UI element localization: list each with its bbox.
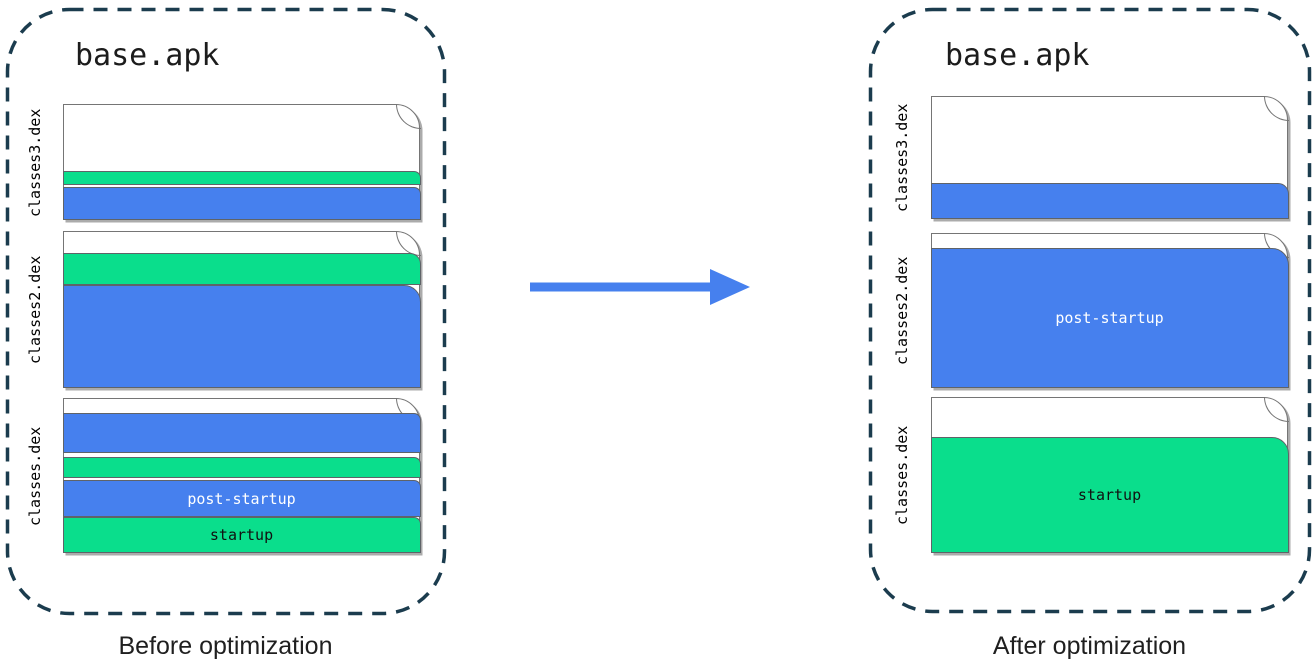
dex-page-classes: post-startup startup <box>62 397 421 553</box>
startup-segment <box>62 457 421 478</box>
before-dashed-outline <box>5 7 447 616</box>
apk-title: base.apk <box>945 38 1090 73</box>
post-startup-segment: post-startup <box>62 480 421 517</box>
dex-page-classes3 <box>62 103 421 220</box>
post-startup-label: post-startup <box>187 489 296 508</box>
file-label-classes2-dex: classes2.dex <box>893 256 911 366</box>
dex-page-classes: startup <box>930 396 1289 553</box>
startup-segment <box>62 253 421 285</box>
file-label-classes3-dex: classes3.dex <box>893 103 911 213</box>
after-caption: After optimization <box>992 632 1187 660</box>
startup-label: startup <box>1077 486 1142 504</box>
post-startup-label: post-startup <box>1055 309 1164 327</box>
file-label-classes-dex: classes.dex <box>26 426 44 526</box>
startup-segment <box>62 171 421 185</box>
dex-page-classes3 <box>930 95 1289 219</box>
after-dashed-outline <box>868 7 1312 614</box>
before-caption: Before optimization <box>118 632 333 660</box>
optimization-arrow-icon <box>530 269 750 305</box>
startup-segment: startup <box>930 437 1289 553</box>
post-startup-segment <box>930 183 1289 219</box>
dex-page-classes2: post-startup <box>930 232 1289 388</box>
startup-label: startup <box>209 526 274 544</box>
file-label-classes-dex: classes.dex <box>893 425 911 526</box>
startup-segment: startup <box>62 517 421 553</box>
post-startup-segment: post-startup <box>930 248 1289 388</box>
dex-page-classes2 <box>62 230 421 388</box>
file-label-classes3-dex: classes3.dex <box>26 108 44 217</box>
post-startup-segment <box>62 187 421 220</box>
apk-title: base.apk <box>75 38 220 73</box>
file-label-classes2-dex: classes2.dex <box>26 255 44 365</box>
post-startup-segment <box>62 413 421 453</box>
post-startup-segment <box>62 285 421 388</box>
